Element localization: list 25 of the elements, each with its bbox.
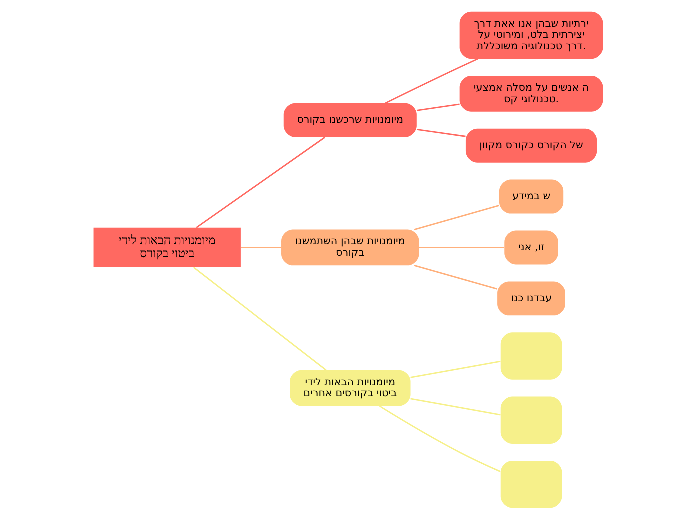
connector xyxy=(416,104,460,112)
connector xyxy=(378,406,500,472)
node-box: של הקורס כקורס מקוון xyxy=(465,128,597,163)
node-box: ה אנשים על מסלה אמצעי טכנולוגי קס. xyxy=(459,76,603,112)
node-box: ירתיות שבהן אנו אאת דרך יצירתית בלט, ומירוטי על דרך טכנולוגיה משוכללת. xyxy=(459,12,603,60)
node-box: מיומנויות הבאות לידי ביטוי בקורסים אחרים xyxy=(290,370,410,406)
connector xyxy=(240,247,281,248)
connector xyxy=(418,247,504,248)
connector xyxy=(196,136,326,228)
connector xyxy=(384,58,478,104)
node-box: זו, אני xyxy=(504,230,558,265)
node-box xyxy=(500,460,562,508)
node-box: מיומנויות שרכשנו בקורס xyxy=(283,103,416,138)
node-box xyxy=(500,396,562,444)
connector xyxy=(192,267,326,371)
connector xyxy=(416,129,466,138)
node-box: ש במידע xyxy=(498,180,564,214)
node-box xyxy=(500,332,562,380)
connector xyxy=(414,205,499,230)
node-box: עבדנו כנו xyxy=(497,282,565,316)
node-box: מיומנויות הבאות לידי ביטוי בקורס xyxy=(93,228,240,268)
connector xyxy=(410,360,500,378)
connector xyxy=(410,398,500,416)
node-box: מיומנויות שבהן השתמשנו בקורס xyxy=(281,230,419,266)
connector xyxy=(414,265,498,290)
